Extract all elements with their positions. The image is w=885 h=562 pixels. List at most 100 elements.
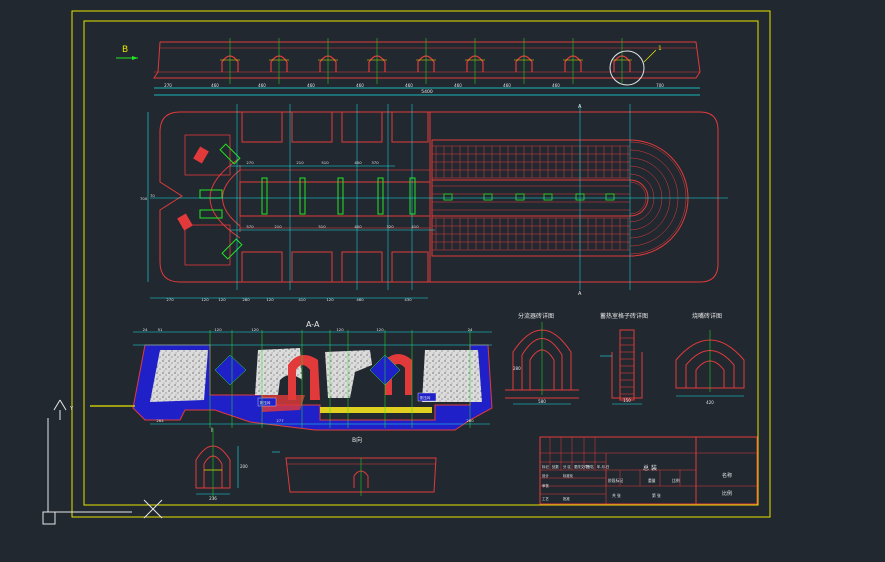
plan-bottom-dim-label: 410 xyxy=(298,297,306,302)
regenerator-outline xyxy=(431,139,689,257)
ucs-icon: Y xyxy=(42,399,163,525)
title-cell: 更改文件号 xyxy=(574,464,592,469)
plan-top-dim-label: 510 xyxy=(321,160,329,165)
plan-bottom-dim-label: 120 xyxy=(326,297,334,302)
burner-port xyxy=(221,238,243,260)
title-cell: 工艺 xyxy=(542,496,549,501)
electrode xyxy=(337,177,344,215)
ucs-y-label: Y xyxy=(69,406,74,412)
section-aa-label: A-A xyxy=(306,320,320,329)
detail-callout-circle[interactable] xyxy=(609,50,645,86)
strip-dim-label: 270 xyxy=(164,83,172,88)
electrode xyxy=(299,177,306,215)
strip-dim-label: 460 xyxy=(552,83,560,88)
regenerator-port xyxy=(605,193,615,201)
title-cell: 年.月.日 xyxy=(597,464,609,469)
strip-dim-label: 460 xyxy=(356,83,364,88)
detail-title-3: 烧嘴砖详图 xyxy=(692,312,722,320)
plan-top-dim-label: 270 xyxy=(246,160,254,165)
plan-bottom-dim-label: 280 xyxy=(242,297,250,302)
section-marker-a-bottom: A xyxy=(578,291,582,297)
electrode xyxy=(261,177,268,215)
detail-i-width: 236 xyxy=(209,496,217,501)
detail3-width-dim: 420 xyxy=(706,400,714,405)
plan-block-bottom xyxy=(341,251,383,283)
section-top-dim-label: 120 xyxy=(251,327,259,332)
section-top-dim-label: 24 xyxy=(468,327,473,332)
section-top-dim-label: 120 xyxy=(214,327,222,332)
title-sheet-label: 第 张 xyxy=(652,493,661,498)
title-cell: 标记 xyxy=(542,464,549,469)
plan-block-bottom xyxy=(391,251,429,283)
detail-drawing-3[interactable]: 烧嘴砖详图 420 xyxy=(675,312,745,405)
electrode xyxy=(377,177,384,215)
detail1-height-dim: 280 xyxy=(513,366,521,371)
plan-block-top xyxy=(391,111,429,143)
plan-bottom-dim-label: 430 xyxy=(404,297,412,302)
detail-i-height: 200 xyxy=(240,464,248,469)
section-top-dim-label: 120 xyxy=(376,327,384,332)
outer-sheet-border xyxy=(71,10,771,518)
regenerator-port xyxy=(443,193,453,201)
title-block-name-label: 名称 xyxy=(722,472,732,479)
plan-left-dim-label: 70 xyxy=(150,193,155,198)
inner-sheet-border xyxy=(83,20,759,506)
section-bottom-dim-label: 264 xyxy=(156,418,164,423)
title-block-drawing-title: 总 装 xyxy=(643,464,657,472)
burner-port xyxy=(199,209,223,219)
title-stage-label: 比例 xyxy=(672,478,680,483)
section-marker-a-top: A xyxy=(578,104,582,110)
plan-block-top xyxy=(241,111,283,143)
title-cell: 设计 xyxy=(542,473,549,478)
title-cell: 签 名 xyxy=(586,464,594,469)
plan-bottom-dim-label: 270 xyxy=(166,297,174,302)
plan-bottom-dim-label: 120 xyxy=(266,297,274,302)
plan-block-top xyxy=(291,111,333,143)
title-block[interactable]: 总 装 名称 比例 标记处数分 区更改文件号签 名年.月.日设计标准化审核工艺批… xyxy=(539,436,758,505)
plan-mid-dim-label: 400 xyxy=(354,224,362,229)
burner-nozzle xyxy=(177,213,193,231)
title-cell: 处数 xyxy=(552,464,559,469)
burner-nozzle xyxy=(193,146,209,164)
title-stage-label: 阶段标记 xyxy=(608,478,623,483)
strip-total-dim: 5400 xyxy=(421,89,433,95)
plan-mid-dim-label: 410 xyxy=(411,224,419,229)
strip-dim-label: 460 xyxy=(503,83,511,88)
plan-top-dim-label: 210 xyxy=(296,160,304,165)
plan-mid-dim-label: 510 xyxy=(318,224,326,229)
detail-i-label: I xyxy=(211,427,213,434)
plan-mid-dim-label: 320 xyxy=(386,224,394,229)
strip-dim-label: 460 xyxy=(307,83,315,88)
plan-bottom-dim-label: 120 xyxy=(218,297,226,302)
plan-bottom-dim-label: 460 xyxy=(356,297,364,302)
regenerator-port xyxy=(515,193,525,201)
plan-block-bottom xyxy=(291,251,333,283)
strip-dim-label: 460 xyxy=(258,83,266,88)
detail-i-drawing[interactable]: I 236 200 xyxy=(195,427,248,501)
plan-block-bottom xyxy=(241,251,283,283)
plan-top-dim-label: 400 xyxy=(354,160,362,165)
view-b-drawing[interactable]: B向 xyxy=(272,436,437,496)
plan-side-block xyxy=(184,134,231,176)
section-top-dim-label: 51 xyxy=(158,327,163,332)
detail1-width-dim: 580 xyxy=(538,399,546,404)
view-b-label: B向 xyxy=(352,436,362,444)
regenerator-port xyxy=(483,193,493,201)
plan-mid-dim-label: 210 xyxy=(274,224,282,229)
section-box-right: 刚玉砖 xyxy=(420,395,431,400)
plan-bottom-dim-label: 120 xyxy=(201,297,209,302)
plan-left-dim-label: 700 xyxy=(140,196,148,201)
electrode xyxy=(409,177,416,215)
detail-title-1: 分流器砖详图 xyxy=(518,312,554,320)
detail-drawing-2[interactable]: 蓄热室格子砖详图 150 xyxy=(600,312,648,405)
title-block-scale-label: 比例 xyxy=(722,490,732,497)
strip-dim-label: 460 xyxy=(211,83,219,88)
section-bottom-dim-label: 260 xyxy=(466,418,474,423)
plan-top-dim-label: 370 xyxy=(371,160,379,165)
detail-title-2: 蓄热室格子砖详图 xyxy=(600,312,648,320)
detail-drawing-1[interactable]: 分流器砖详图 580 280 xyxy=(505,312,579,405)
